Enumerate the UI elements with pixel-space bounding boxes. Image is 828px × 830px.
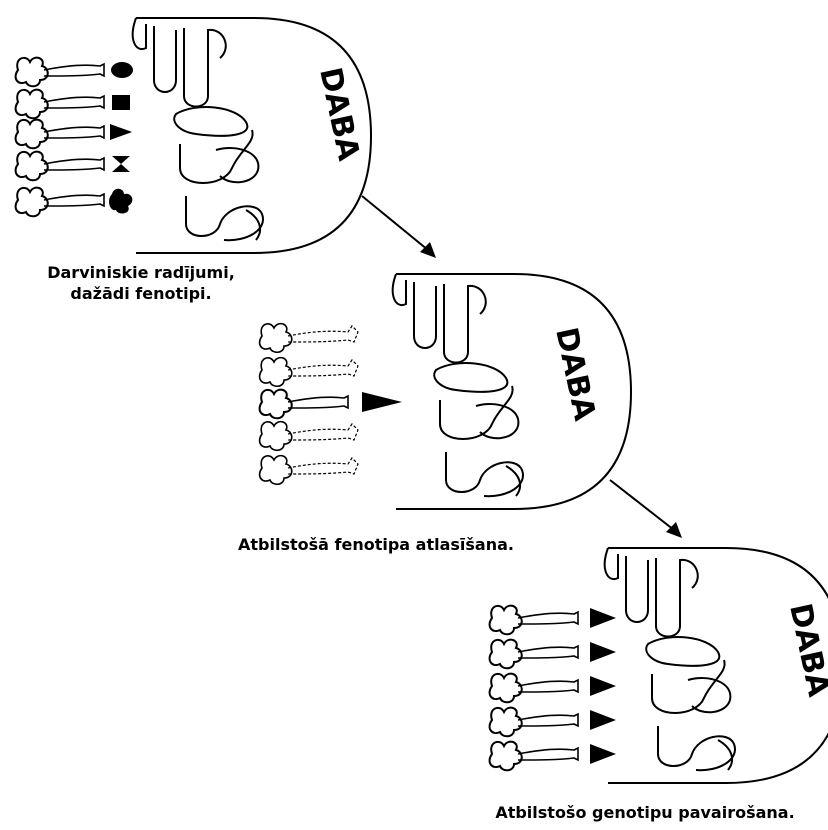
caption-panel-3-line-1: Atbilstošo genotipu pavairošana. xyxy=(480,802,810,823)
creature-2-4 xyxy=(260,422,358,451)
arrow-2 xyxy=(610,480,682,538)
creature-2-1 xyxy=(260,324,358,353)
creature-3-5 xyxy=(490,742,616,771)
panel-1: DABA xyxy=(16,18,371,253)
creature-3-1 xyxy=(490,606,616,635)
phenotype-oval-icon xyxy=(111,62,133,78)
creature-1-5 xyxy=(16,188,133,217)
phenotype-triangle-icon xyxy=(590,744,616,764)
caption-panel-1-line-1: Darviniskie radījumi, xyxy=(16,262,266,283)
phenotype-triangle-icon xyxy=(590,676,616,696)
creature-1-2 xyxy=(16,90,130,119)
caption-panel-3: Atbilstošo genotipu pavairošana. xyxy=(480,802,810,823)
creature-2-5 xyxy=(260,456,358,485)
panel-3: DABA xyxy=(490,548,828,783)
phenotype-blob-icon xyxy=(109,189,132,214)
caption-panel-1-line-2: dažādi fenotipi. xyxy=(16,283,266,304)
niche-label-1: DABA xyxy=(312,64,366,164)
phenotype-triangle-icon xyxy=(110,124,132,140)
arrow-1 xyxy=(362,196,436,258)
caption-panel-1: Darviniskie radījumi, dažādi fenotipi. xyxy=(16,262,266,304)
phenotype-triangle-icon xyxy=(590,710,616,730)
niche-label-2: DABA xyxy=(548,324,602,424)
creature-1-1 xyxy=(16,58,133,87)
phenotype-triangle-icon xyxy=(590,608,616,628)
phenotype-square-icon xyxy=(112,95,130,110)
creature-1-4 xyxy=(16,152,130,181)
creature-1-3 xyxy=(16,120,132,149)
panel-2: DABA xyxy=(260,274,631,509)
creature-3-3 xyxy=(490,674,616,703)
caption-panel-2: Atbilstošā fenotipa atlasīšana. xyxy=(186,534,566,555)
creature-2-2 xyxy=(260,358,358,387)
creature-3-2 xyxy=(490,640,616,669)
phenotype-triangle-icon xyxy=(362,392,402,412)
creature-2-3 xyxy=(260,390,402,419)
phenotype-triangle-icon xyxy=(590,642,616,662)
phenotype-hourglass-icon xyxy=(112,156,130,172)
creature-3-4 xyxy=(490,708,616,737)
caption-panel-2-line-1: Atbilstošā fenotipa atlasīšana. xyxy=(186,534,566,555)
niche-label-3: DABA xyxy=(782,600,828,700)
